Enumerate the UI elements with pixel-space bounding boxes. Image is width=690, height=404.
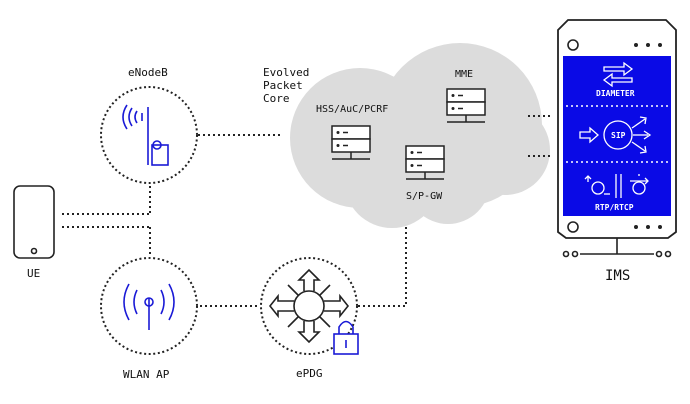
wlan-label: WLAN AP (123, 368, 170, 381)
server-icon (446, 88, 486, 123)
mme-label: MME (455, 69, 473, 80)
ims-rack-icon (557, 19, 677, 239)
padlock-icon (333, 320, 359, 355)
wlan-ring (100, 257, 198, 355)
rtp-label: RTP/RTCP (595, 203, 634, 212)
server-icon (405, 145, 445, 180)
epc-label-line2: Packet (263, 79, 303, 92)
epc-label-line1: Evolved (263, 66, 309, 79)
link-epdg-spgw (358, 227, 407, 307)
rtp-icon (584, 174, 649, 198)
ue-label: UE (27, 267, 40, 280)
enodeb-label: eNodeB (128, 66, 168, 79)
ims-label: IMS (605, 268, 630, 284)
connections (62, 115, 553, 307)
sip-icon (579, 116, 652, 154)
spgw-label: S/P-GW (406, 191, 443, 202)
sip-label: SIP (611, 131, 626, 140)
epdg-label: ePDG (296, 367, 323, 380)
wifi-icon (123, 283, 175, 330)
hss-label: HSS/AuC/PCRF (316, 104, 388, 115)
enodeb-ring (100, 86, 198, 184)
phone-icon (13, 185, 55, 259)
diameter-arrows-icon (602, 61, 634, 88)
router-arrows-icon (268, 268, 350, 344)
diameter-label: DIAMETER (596, 89, 635, 98)
server-icon (331, 125, 371, 160)
epc-label-line3: Core (263, 92, 290, 105)
ims-base (562, 238, 672, 258)
epdg-ring (260, 257, 358, 355)
antenna-icon (122, 104, 169, 166)
